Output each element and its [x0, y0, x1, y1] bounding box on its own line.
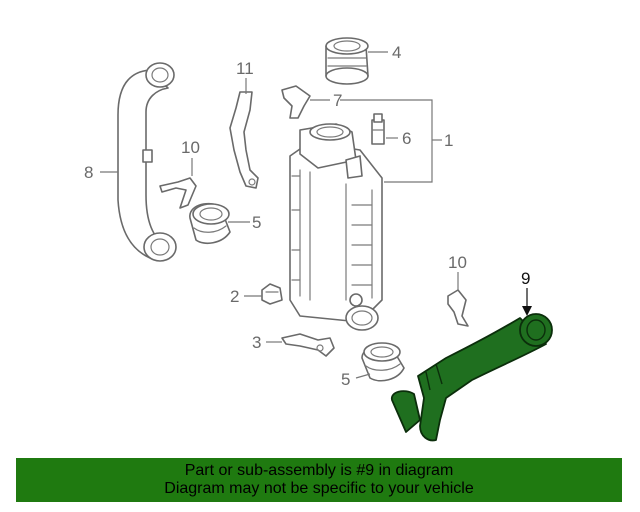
part-5-coupling-upper[interactable] — [189, 202, 231, 245]
part-9-intercooler-pipe[interactable] — [391, 313, 553, 442]
callout-1: 1 — [444, 131, 453, 150]
callout-3: 3 — [252, 333, 261, 352]
arrow-9 — [522, 306, 532, 316]
callout-9: 9 — [521, 269, 530, 288]
banner-line-1: Part or sub-assembly is #9 in diagram — [184, 462, 454, 479]
callout-4: 4 — [392, 43, 401, 62]
callout-6: 6 — [402, 129, 411, 148]
part-5-coupling-lower[interactable] — [361, 342, 405, 382]
part-1-intercooler[interactable] — [289, 123, 383, 331]
leader-1-bracket — [340, 99, 433, 183]
callout-10-right: 10 — [448, 253, 467, 272]
banner-line-2: Diagram may not be specific to your vehi… — [164, 480, 474, 497]
part-3-bracket[interactable] — [281, 333, 335, 357]
callout-7: 7 — [333, 91, 342, 110]
part-10-clip-left[interactable] — [159, 177, 197, 209]
callout-5-lower: 5 — [341, 370, 350, 389]
callout-8: 8 — [84, 163, 93, 182]
part-6-sensor[interactable] — [371, 113, 385, 145]
callout-2: 2 — [230, 287, 239, 306]
parts-diagram: 8 10 11 5 4 7 6 1 — [84, 37, 553, 442]
part-8-intake-hose[interactable] — [117, 62, 177, 262]
callout-10-left: 10 — [181, 138, 200, 157]
info-banner: Part or sub-assembly is #9 in diagram Di… — [16, 458, 622, 502]
part-7-bracket[interactable] — [281, 85, 311, 119]
callout-5-upper: 5 — [252, 213, 261, 232]
leader-5-lower — [355, 373, 371, 379]
part-2-cap[interactable] — [261, 283, 283, 305]
callout-11: 11 — [236, 59, 254, 78]
part-10-clip-right[interactable] — [447, 289, 469, 327]
part-4-coupling[interactable] — [325, 37, 369, 85]
part-11-bracket[interactable] — [229, 91, 259, 189]
